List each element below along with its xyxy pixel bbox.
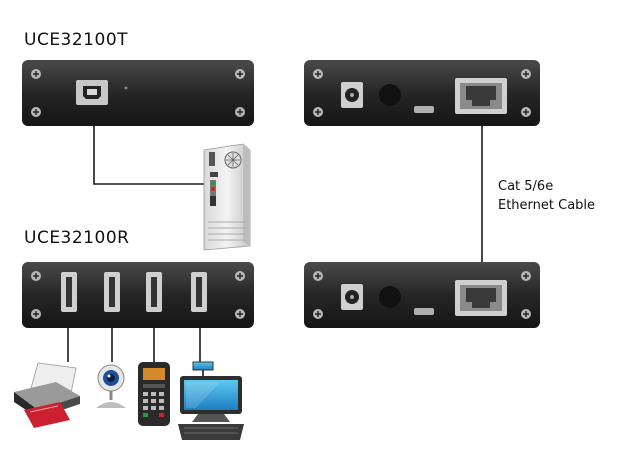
device-lines — [67, 327, 201, 362]
rj45-port-icon — [455, 280, 507, 316]
power-jack-icon — [341, 82, 363, 108]
receiver-title: UCE32100R — [24, 228, 130, 248]
cable-label-line1: Cat 5/6e — [498, 179, 554, 194]
card-terminal-icon — [138, 362, 170, 426]
cable-label: Cat 5/6e Ethernet Cable — [498, 177, 595, 215]
computer-tower-icon — [203, 143, 251, 251]
webcam-icon — [96, 364, 126, 408]
receiver-usb-panel — [22, 262, 254, 328]
transmitter-title: UCE32100T — [24, 30, 129, 50]
pos-terminal-icon — [178, 361, 244, 440]
button-icon — [379, 84, 401, 106]
rj45-port-icon — [455, 78, 507, 114]
printer-icon — [14, 362, 80, 428]
usb-to-pc-line — [93, 105, 210, 185]
button-icon — [379, 286, 401, 308]
receiver-lan-panel — [304, 262, 540, 328]
transmitter-lan-panel — [304, 60, 540, 126]
usb-a-port-2 — [104, 272, 120, 312]
micro-usb-port — [414, 308, 434, 315]
cable-label-line2: Ethernet Cable — [498, 198, 596, 213]
usb-a-port-3 — [146, 272, 162, 312]
led-icon — [124, 86, 128, 90]
usb-b-port — [76, 80, 108, 105]
usb-a-port-1 — [61, 272, 77, 312]
micro-usb-port — [414, 106, 434, 113]
transmitter-usb-panel — [22, 60, 254, 126]
power-jack-icon — [341, 284, 363, 310]
usb-a-port-4 — [191, 272, 207, 312]
